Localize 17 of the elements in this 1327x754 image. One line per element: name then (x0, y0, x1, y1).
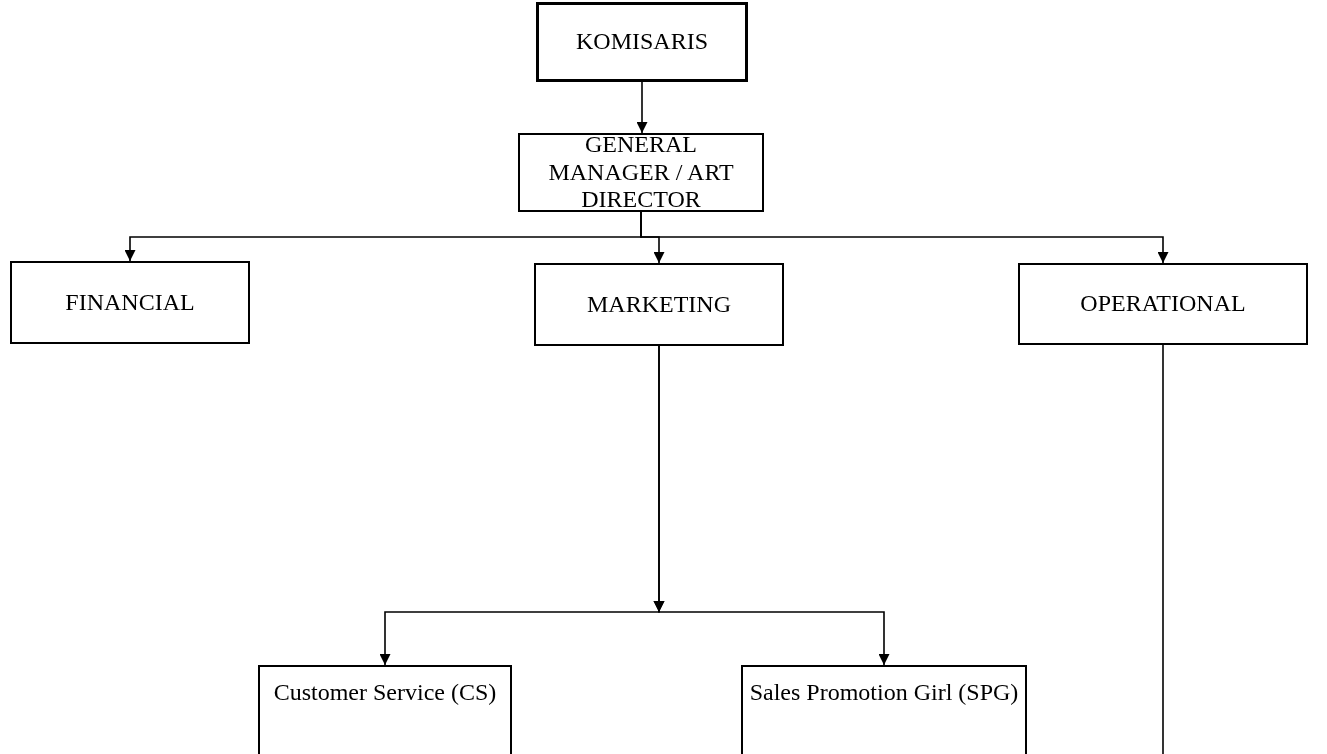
role-label: MARKETING (587, 290, 731, 319)
org-box (518, 133, 764, 212)
role-label: Customer Service (CS) (273, 679, 497, 707)
role-label: OPERATIONAL (1080, 290, 1246, 318)
arrow (653, 345, 890, 666)
org-box (534, 263, 784, 346)
role-label: Sales Promotion Girl (SPG) (749, 679, 1019, 707)
role-label: KOMISARIS (576, 28, 708, 56)
org-box (10, 261, 250, 344)
arrow (640, 211, 1169, 264)
role-label: GENERAL MANAGER / ART DIRECTOR (547, 131, 735, 214)
org-box (1018, 263, 1308, 345)
org-box (741, 665, 1027, 754)
role-label: FINANCIAL (65, 288, 195, 317)
arrow (636, 81, 648, 134)
org-box (536, 2, 748, 82)
org-box (258, 665, 512, 754)
